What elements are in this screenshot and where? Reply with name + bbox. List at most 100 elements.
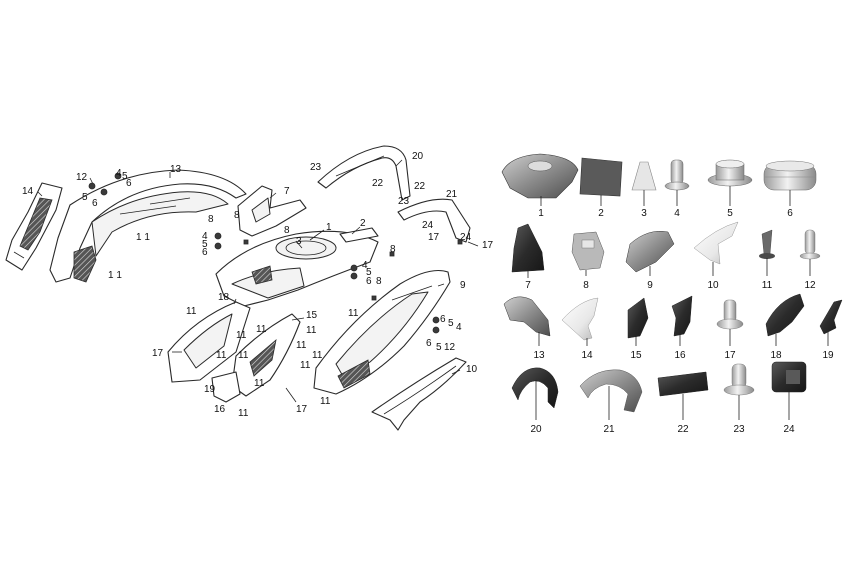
rubber-ring-icon [763, 160, 817, 191]
callout: 2 [360, 218, 366, 229]
callout: 4 [202, 231, 208, 242]
nut-icon [350, 264, 358, 272]
exploded-view: 14 12 4 5 6 5 6 13 1 1 1 1 8 8 8 7 4 5 6… [5, 145, 494, 431]
callout: 21 [446, 189, 458, 200]
callout: 5 [82, 192, 88, 203]
callout: 11 [296, 340, 307, 351]
screw-icon [759, 229, 775, 259]
legend-number: 18 [770, 350, 782, 361]
callout: 8 [376, 276, 382, 287]
callout: 5 [202, 239, 208, 250]
callout: 6 [92, 198, 98, 209]
legend-number: 17 [724, 350, 736, 361]
front-fender-icon [503, 296, 551, 337]
callout: 8 [390, 244, 396, 255]
nut-icon [432, 316, 440, 324]
nut-icon [432, 326, 440, 334]
side-trim-icon [561, 297, 599, 341]
bracket-drawing [211, 371, 241, 403]
callout: 15 [306, 310, 318, 321]
callout: 1 1 [108, 270, 122, 281]
lower-fairing-drawing [167, 301, 251, 383]
callout: 16 [214, 404, 226, 415]
legend-item-21: 21 [579, 369, 643, 435]
legend-item-16: 16 [671, 295, 693, 361]
legend-item-23: 23 [723, 363, 755, 435]
rubber-damper-icon [771, 361, 807, 393]
callout: 11 [238, 350, 249, 361]
callout: 11 [256, 324, 267, 335]
legend-number: 8 [583, 280, 589, 291]
callout: 23 [398, 196, 410, 207]
headlight-cover-icon [511, 223, 545, 273]
lower-fairing-icon [765, 293, 805, 337]
callout: 18 [218, 292, 230, 303]
legend-number: 2 [598, 208, 604, 219]
legend-item-20: 20 [511, 367, 559, 435]
flat-panel-drawing [339, 227, 379, 243]
bracket-icon [671, 295, 693, 337]
legend-item-7: 7 [511, 223, 545, 291]
legend-item-2: 2 [579, 157, 623, 219]
callout: 8 [208, 214, 214, 225]
legend-number: 7 [525, 280, 531, 291]
callout: 7 [284, 186, 290, 197]
leader-lines [37, 159, 479, 403]
legend-item-12: 12 [799, 229, 821, 291]
callout: 11 [186, 306, 197, 317]
legend-number: 21 [603, 424, 615, 435]
legend-number: 23 [733, 424, 745, 435]
legend-item-10: 10 [693, 221, 739, 291]
legend-number: 6 [787, 208, 793, 219]
callout-labels: 14 12 4 5 6 5 6 13 1 1 1 1 8 8 8 7 4 5 6… [22, 151, 494, 419]
callout: 17 [482, 240, 494, 251]
legend-item-5: 5 [707, 159, 753, 219]
callout: 6 [440, 314, 446, 325]
nut-icon [350, 272, 358, 280]
callout: 11 [306, 325, 317, 336]
legend-item-1: 1 [501, 153, 579, 219]
callout: 13 [170, 164, 182, 175]
rear-grab-rail-icon [511, 367, 559, 409]
trim-panel-drawing [371, 357, 467, 431]
foam-pad-icon [657, 371, 709, 397]
callout: 8 [234, 210, 240, 221]
fasteners [88, 172, 463, 334]
callout: 6 [366, 276, 372, 287]
legend-item-9: 9 [625, 231, 675, 291]
trim-panel-icon [693, 221, 739, 265]
callout: 4 [456, 322, 462, 333]
legend-number: 12 [804, 280, 816, 291]
callout: 22 [372, 178, 384, 189]
inner-panel-drawing [231, 313, 301, 397]
callout: 22 [414, 181, 426, 192]
legend-item-8: 8 [571, 231, 605, 291]
front-fender-drawing [49, 169, 247, 283]
legend-number: 5 [727, 208, 733, 219]
push-rivet-icon [799, 229, 821, 260]
callout: 6 [426, 338, 432, 349]
callout: 9 [460, 280, 466, 291]
nut-icon [88, 182, 96, 190]
legend-item-18: 18 [765, 293, 805, 361]
callout: 4 [116, 168, 122, 179]
callout: 12 [76, 172, 88, 183]
nut-icon [214, 242, 222, 250]
clip-nut-icon [571, 231, 605, 271]
clip-icon [371, 295, 377, 301]
callout: 11 [320, 396, 331, 407]
grommet-icon [664, 159, 690, 191]
legend-number: 1 [538, 208, 544, 219]
callout: 17 [428, 232, 440, 243]
flat-panel-icon [579, 157, 623, 197]
small-bracket-icon [819, 299, 843, 335]
expansion-rivet-icon [723, 363, 755, 396]
clip-icon [243, 239, 249, 245]
nut-icon [214, 232, 222, 240]
clip-icon [389, 251, 395, 257]
legend-number: 9 [647, 280, 653, 291]
callout: 6 [202, 247, 208, 258]
legend-item-3: 3 [631, 161, 657, 219]
legend-item-24: 24 [771, 361, 807, 435]
